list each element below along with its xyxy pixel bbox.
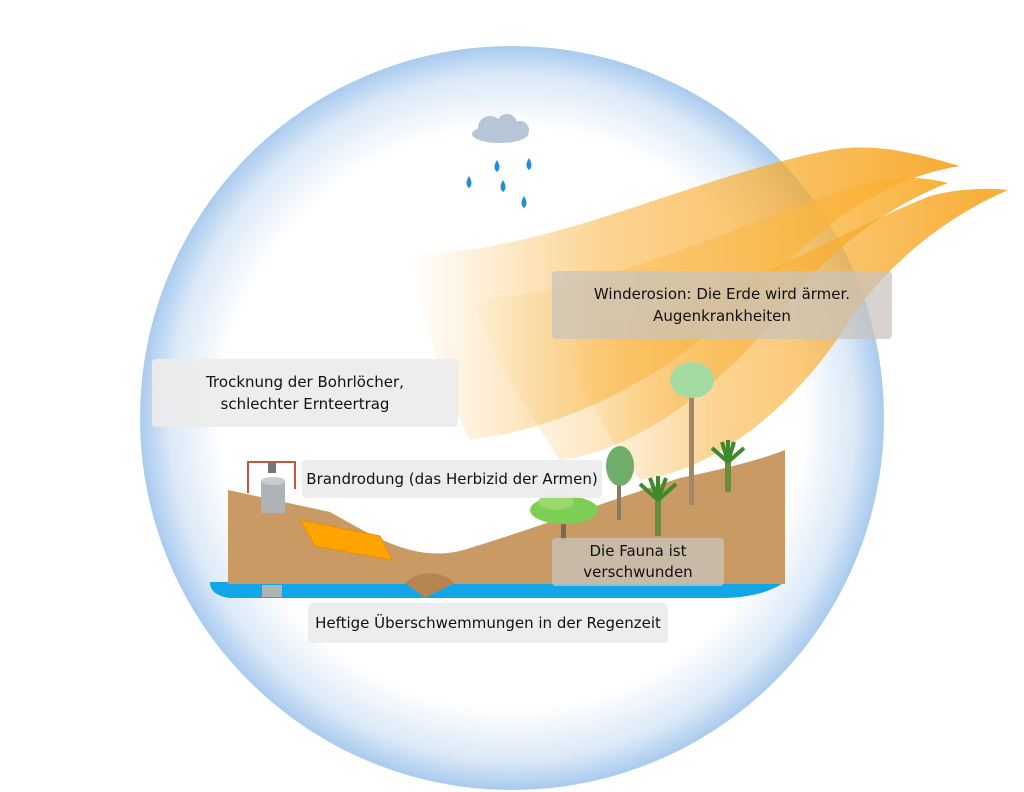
- wind-erosion-label: Winderosion: Die Erde wird ärmer. Augenk…: [552, 271, 892, 339]
- slash-burn-label: Brandrodung (das Herbizid der Armen): [302, 460, 602, 498]
- cloud-icon: [472, 114, 529, 143]
- drying-boreholes-line2: schlechter Ernteertrag: [220, 395, 390, 413]
- flood-text: Heftige Überschwemmungen in der Regenzei…: [315, 614, 661, 632]
- slash-burn-text: Brandrodung (das Herbizid der Armen): [306, 470, 598, 488]
- slash-burn-area: [299, 519, 393, 561]
- fauna-gone-line2: verschwunden: [583, 563, 693, 581]
- flood-label: Heftige Überschwemmungen in der Regenzei…: [308, 603, 668, 643]
- raindrop-icon: [466, 158, 532, 208]
- wind-erosion-text: Winderosion: Die Erde wird ärmer. Augenk…: [593, 285, 851, 325]
- drying-boreholes-line1: Trocknung der Bohrlöcher,: [206, 373, 404, 391]
- well-icon: [247, 461, 296, 597]
- drying-boreholes-label: Trocknung der Bohrlöcher, schlechter Ern…: [152, 359, 458, 427]
- fauna-gone-line1: Die Fauna ist: [589, 542, 687, 560]
- tree-icon: [530, 362, 746, 540]
- erosion-gully: [405, 573, 455, 598]
- water-layer: [210, 582, 785, 598]
- fauna-gone-label: Die Fauna ist verschwunden: [552, 538, 724, 586]
